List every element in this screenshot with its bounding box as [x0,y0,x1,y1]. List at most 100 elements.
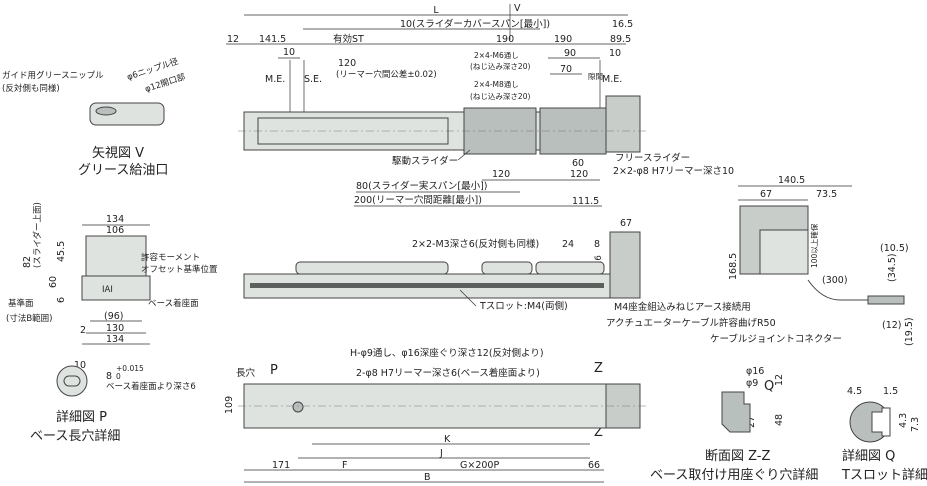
bottom-view: H-φ9通し、φ16深座ぐり深さ12(反対側より) 2-φ8 H7リーマー深さ6… [224,347,648,483]
side-view: 2×2-M3深さ6(反対側も同様) 24 8 16 67 Tスロット:M4(両側… [243,218,641,312]
cover-span-label: 10(スライダーカバースパン[最小]) [400,18,550,30]
motor-view: 140.5 67 73.5 168.5 100以上確保 (10.5) (34.5… [606,175,915,346]
z-top-marker: Z [594,361,603,376]
view-v-subtitle: グリース給油口 [78,163,168,178]
detail-p: 10 8 +0.015 0 ベース着座面より深さ6 詳細図 P ベース長穴詳細 [30,360,196,444]
zz-dim-12: 12 [774,374,785,386]
iai-logo: IAI [102,285,113,295]
dim-10-left: 10 [283,47,295,58]
dim-106: 106 [106,225,124,236]
dim-111-5: 111.5 [572,196,599,207]
detail-q: 4.5 1.5 4.3 7.3 詳細図 Q Tスロット詳細 [841,386,927,483]
detail-p-depth: ベース着座面より深さ6 [106,381,196,392]
bottom-pin-holes-label: 2-φ8 H7リーマー深さ6(ベース着座面より) [356,367,540,379]
gap-label: 隙間 [588,72,603,81]
zz-title: 断面図 Z-Z [705,449,771,464]
free-slider-label: フリースライダー [615,152,690,164]
ream-span-label: 200(リーマー穴間距離[最小]) [354,194,482,206]
cable-note: アクチュエーターケーブル許容曲げR50 [606,317,776,329]
dim-190a: 190 [496,34,514,45]
side-slider-left [295,261,449,275]
m8-holes-label: 2×4-M8通し [474,79,519,89]
m6-depth-label: (ねじ込み深さ20) [470,62,530,71]
dim-2: 2 [80,325,86,336]
m4-note: M4座金組込みねじアース接続用 [614,301,751,313]
dim-134-bottom: 134 [106,334,124,345]
dim-300: (300) [822,275,848,286]
connector-note: ケーブルジョイントコネクター [710,333,842,345]
m8-depth-label: (ねじ込み深さ20) [470,92,530,101]
zz-phi16: φ16 [746,366,764,377]
dim-V-label: V [514,3,521,14]
detail-p-tol: +0.015 [116,364,144,373]
dim-140-5: 140.5 [778,175,805,186]
dim-120a: 120 [492,169,510,180]
detail-p-dim-8: 8 [106,371,112,382]
dim-90: 90 [564,48,576,59]
dim-B: B [424,472,431,483]
dim-J: J [439,448,443,459]
dim-10-right: 10 [609,48,621,59]
dim-141-5: 141.5 [259,34,286,45]
q-dim-1-5: 1.5 [883,386,898,397]
dim-130: 130 [106,323,124,334]
stroke-label: 有効ST [333,33,364,45]
dim-67: 67 [620,218,632,229]
cable-connector [867,295,905,305]
side-slider-right [535,261,605,275]
zz-q-marker: Q [764,379,774,394]
zz-phi9: φ9 [746,378,758,389]
tslot-label: Tスロット:M4(両側) [479,300,568,312]
m3-holes-label: 2×2-M3深さ6(反対側も同様) [412,238,539,250]
dim-16: 16 [594,255,604,266]
view-v: ガイド用グリースニップル (反対側も同様) φ6ニップル径 φ12開口部 矢視図… [2,56,187,178]
pin-holes-label: 2×2-φ8 H7リーマー深さ10 [613,166,734,177]
detail-p-subtitle: ベース長穴詳細 [30,428,120,444]
top-cover [257,117,449,145]
zz-subtitle: ベース取付け用座ぐり穴詳細 [650,467,818,483]
long-hole-label: 長穴 [236,367,256,379]
dim-10-5: (10.5) [880,243,909,254]
dim-G: G×200P [460,460,499,471]
dim-K: K [444,434,451,445]
end-base [81,275,151,301]
side-slider-mid [481,261,533,275]
datum-label: 基準面 [8,298,34,309]
top-motor [605,95,641,153]
section-zz: φ16 φ9 Q 12 27 48 断面図 Z-Z ベース取付け用座ぐり穴詳細 [650,366,818,483]
dim-171: 171 [272,460,290,471]
dim-109: 109 [224,396,235,414]
t-slot [250,283,604,288]
dim-67: 67 [760,189,772,200]
cable-path [807,279,868,301]
nipple-sub-label: (反対側も同様) [2,83,60,94]
dim-60: 60 [48,276,59,288]
detail-p-title: 詳細図 P [56,409,107,425]
me-left-label: M.E. [265,74,285,85]
side-motor [609,231,641,299]
end-view: 134 106 82 (スライダー上面) 45.5 60 6 IAI 許容モーメ… [6,202,218,345]
detail-p-tol0: 0 [116,372,121,381]
zz-dim-27: 27 [746,416,757,428]
drive-slider-label: 駆動スライダー [392,155,458,167]
dim-24: 24 [562,239,574,250]
m6-holes-label: 2×4-M6通し [474,50,519,60]
dim-12: 12 [227,34,239,45]
zz-dim-48: 48 [774,414,785,426]
q-slot-shape [871,407,891,437]
dim-120-tol: 120 [338,58,356,69]
z-bottom-marker: Z [594,425,603,440]
slider-span-label: 80(スライダー実スパン[最小]) [356,180,488,192]
q-dim-4-5: 4.5 [847,386,862,397]
dim-70: 70 [560,64,572,75]
dim-19-5: (19.5) [904,317,915,346]
dim-190b: 190 [554,34,572,45]
dim-73-5: 73.5 [816,189,837,200]
dim-134-top: 134 [106,214,124,225]
dim-F: F [342,460,347,471]
long-hole-p [292,401,304,413]
dim-89-5: 89.5 [610,34,631,45]
p-marker: P [270,363,278,378]
dim-12: (12) [882,320,902,331]
